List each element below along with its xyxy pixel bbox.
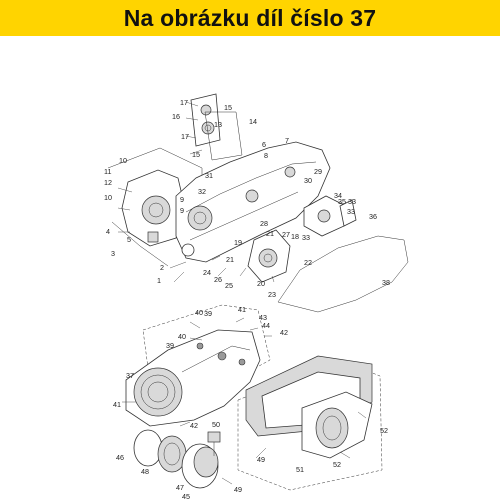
- callout-13: 13: [214, 120, 222, 129]
- callout-22: 22: [304, 258, 312, 267]
- title-banner: Na obrázku díl číslo 37: [0, 0, 500, 36]
- callout-35: 35: [338, 197, 346, 206]
- callout-34: 34: [334, 191, 342, 200]
- callout-18: 18: [291, 232, 299, 241]
- callout-41: 41: [238, 305, 246, 314]
- callout-8: 8: [264, 151, 268, 160]
- callout-5: 5: [127, 235, 131, 244]
- callout-16: 16: [172, 112, 180, 121]
- callout-37: 37: [126, 371, 134, 380]
- callout-42: 42: [190, 421, 198, 430]
- callout-6: 6: [262, 140, 266, 149]
- callout-14: 14: [249, 117, 257, 126]
- callout-52: 52: [380, 426, 388, 435]
- callout-36: 36: [369, 212, 377, 221]
- callout-39: 39: [204, 309, 212, 318]
- callout-40: 40: [178, 332, 186, 341]
- callout-50: 50: [212, 420, 220, 429]
- callout-39: 39: [166, 341, 174, 350]
- callout-42: 42: [280, 328, 288, 337]
- callout-32: 32: [198, 187, 206, 196]
- callout-46: 46: [116, 453, 124, 462]
- callout-40: 40: [195, 308, 203, 317]
- banner-title: Na obrázku díl číslo 37: [123, 4, 377, 31]
- callout-51: 51: [296, 465, 304, 474]
- callout-30: 30: [304, 176, 312, 185]
- callout-4: 4: [106, 227, 110, 236]
- callout-7: 7: [285, 136, 289, 145]
- air-filter-case: [245, 355, 373, 459]
- callout-49: 49: [234, 485, 242, 494]
- callout-47: 47: [176, 483, 184, 492]
- callout-52: 52: [333, 460, 341, 469]
- crankcase-cover-37: [125, 329, 261, 427]
- callout-21: 21: [226, 255, 234, 264]
- callout-19: 19: [234, 238, 242, 247]
- callout-1: 1: [157, 276, 161, 285]
- callout-17: 17: [181, 132, 189, 141]
- callout-9: 9: [180, 195, 184, 204]
- callout-25: 25: [225, 281, 233, 290]
- callout-3: 3: [111, 249, 115, 258]
- callout-33: 33: [302, 233, 310, 242]
- callout-9: 9: [180, 206, 184, 215]
- callout-21: 21: [266, 229, 274, 238]
- gear-cover-plate: [190, 93, 221, 147]
- callout-29: 29: [314, 167, 322, 176]
- callout-26: 26: [214, 275, 222, 284]
- callout-17: 17: [180, 98, 188, 107]
- callout-28: 28: [260, 219, 268, 228]
- callout-45: 45: [182, 492, 190, 500]
- callout-10: 10: [119, 156, 127, 165]
- callout-41: 41: [113, 400, 121, 409]
- callout-15: 15: [224, 103, 232, 112]
- pipe-50: [207, 431, 221, 456]
- crankcase-gasket: [277, 235, 409, 313]
- cap-45: [181, 443, 219, 489]
- callout-38: 38: [382, 278, 390, 287]
- oil-pump-cover: [303, 195, 347, 237]
- cover-plate-46: [133, 429, 163, 467]
- callout-48: 48: [141, 467, 149, 476]
- gear-cover-gasket: [204, 111, 243, 161]
- callout-11: 11: [104, 167, 111, 176]
- callout-31: 31: [205, 171, 213, 180]
- callout-43: 43: [259, 313, 267, 322]
- water-pump: [339, 199, 357, 227]
- callout-24: 24: [203, 268, 211, 277]
- callout-20: 20: [257, 279, 265, 288]
- callout-33: 33: [347, 207, 355, 216]
- callout-10: 10: [104, 193, 112, 202]
- final-drive-cover: [247, 229, 291, 283]
- callout-27: 27: [282, 230, 290, 239]
- callout-12: 12: [104, 178, 112, 187]
- transmission-case: [175, 141, 331, 263]
- callout-2: 2: [160, 263, 164, 272]
- callout-33: 33: [348, 197, 356, 206]
- callout-15: 15: [192, 150, 200, 159]
- bolt-set: [117, 101, 367, 485]
- left-crankcase: [121, 169, 187, 247]
- callout-44: 44: [262, 321, 270, 330]
- callout-49: 49: [257, 455, 265, 464]
- callout-23: 23: [268, 290, 276, 299]
